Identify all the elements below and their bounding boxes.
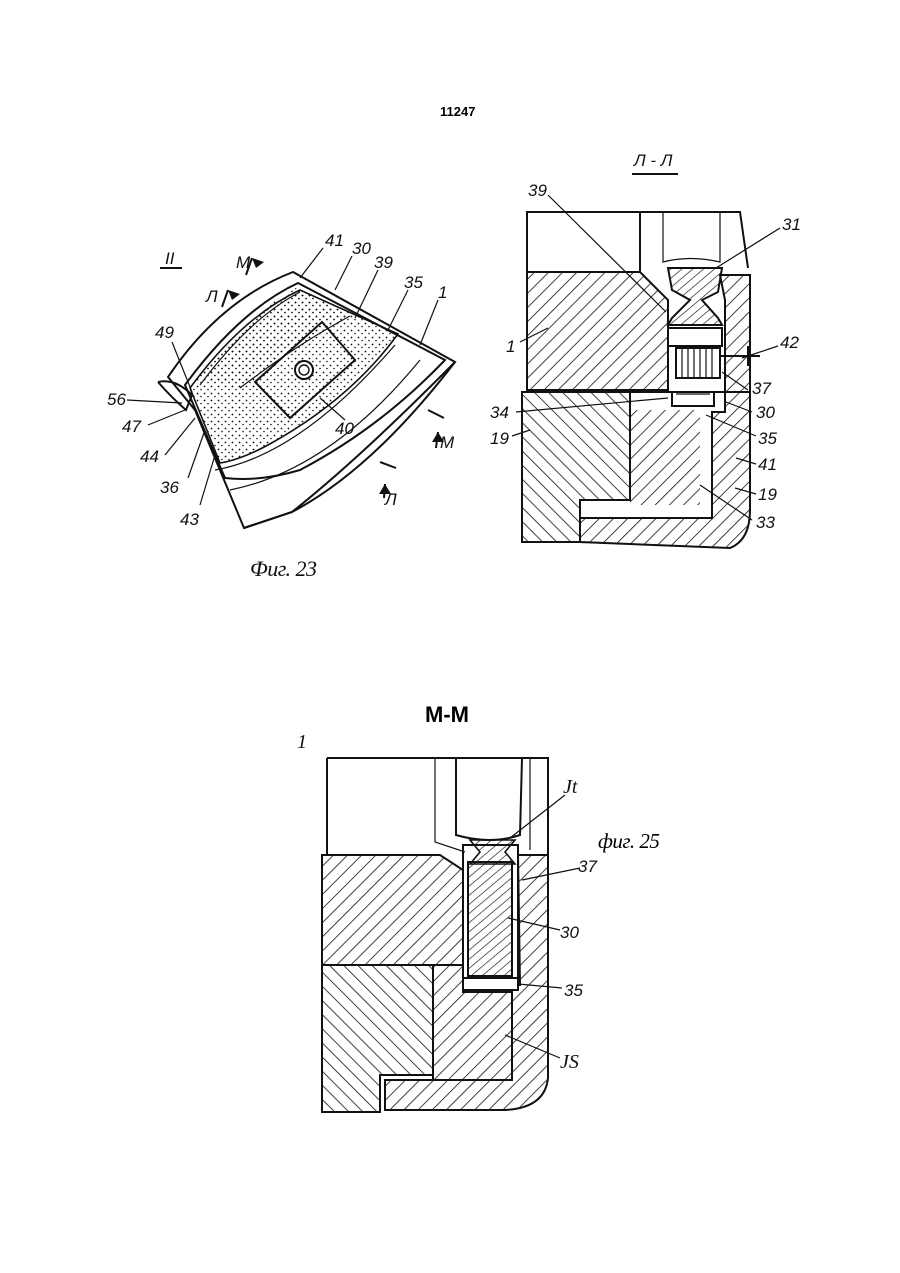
fig23-cut-mark-1: М bbox=[236, 253, 251, 272]
fig23-label-35: 35 bbox=[404, 273, 423, 292]
fig24-label-31: 31 bbox=[782, 215, 801, 234]
fig24-section-title: Л - Л bbox=[633, 151, 673, 170]
fig25-label-JS: JS bbox=[560, 1051, 579, 1073]
fig25-caption: фиг. 25 bbox=[598, 829, 659, 853]
fig23-label-39: 39 bbox=[374, 253, 393, 272]
fig23-label-44: 44 bbox=[140, 447, 159, 466]
fig23-label-1: 1 bbox=[438, 283, 447, 302]
fig24-label-1: 1 bbox=[506, 337, 515, 356]
fig23-label-43: 43 bbox=[180, 510, 199, 529]
fig24-label-33: 33 bbox=[756, 513, 775, 532]
fig25-label-37: 37 bbox=[578, 857, 597, 876]
fig24-label-37: 37 bbox=[752, 379, 771, 398]
fig23-label-36: 36 bbox=[160, 478, 179, 497]
fig23-label-47: 47 bbox=[122, 417, 141, 436]
fig24-label-19-left: 19 bbox=[490, 429, 509, 448]
fig24-label-39: 39 bbox=[528, 181, 547, 200]
fig24-label-19-right: 19 bbox=[758, 485, 777, 504]
fig25-label-Jt: Jt bbox=[563, 776, 578, 798]
fig23-label-30: 30 bbox=[352, 239, 371, 258]
fig24-label-41: 41 bbox=[758, 455, 777, 474]
fig23-cut-mark-4: Л bbox=[384, 490, 397, 509]
fig23-label-40: 40 bbox=[335, 419, 354, 438]
fig23-cut-mark-2: Л bbox=[205, 287, 218, 306]
fig23-view-label: II bbox=[165, 249, 175, 268]
fig24-label-35: 35 bbox=[758, 429, 777, 448]
fig25-label-1: 1 bbox=[297, 731, 307, 753]
fig25-drawing bbox=[322, 758, 580, 1112]
fig24-drawing bbox=[512, 174, 780, 548]
fig23-label-49: 49 bbox=[155, 323, 174, 342]
fig23-label-56: 56 bbox=[107, 390, 126, 409]
fig25-label-35: 35 bbox=[564, 981, 583, 1000]
fig24-label-30: 30 bbox=[756, 403, 775, 422]
fig23-cut-mark-3: М bbox=[440, 433, 455, 452]
fig25-label-30: 30 bbox=[560, 923, 579, 942]
fig25-section-title: M-M bbox=[425, 702, 469, 727]
fig24-label-34: 34 bbox=[490, 403, 509, 422]
fig23-caption: Фиг. 23 bbox=[250, 556, 317, 582]
fig23-label-41: 41 bbox=[325, 231, 344, 250]
fig24-label-42: 42 bbox=[780, 333, 799, 352]
